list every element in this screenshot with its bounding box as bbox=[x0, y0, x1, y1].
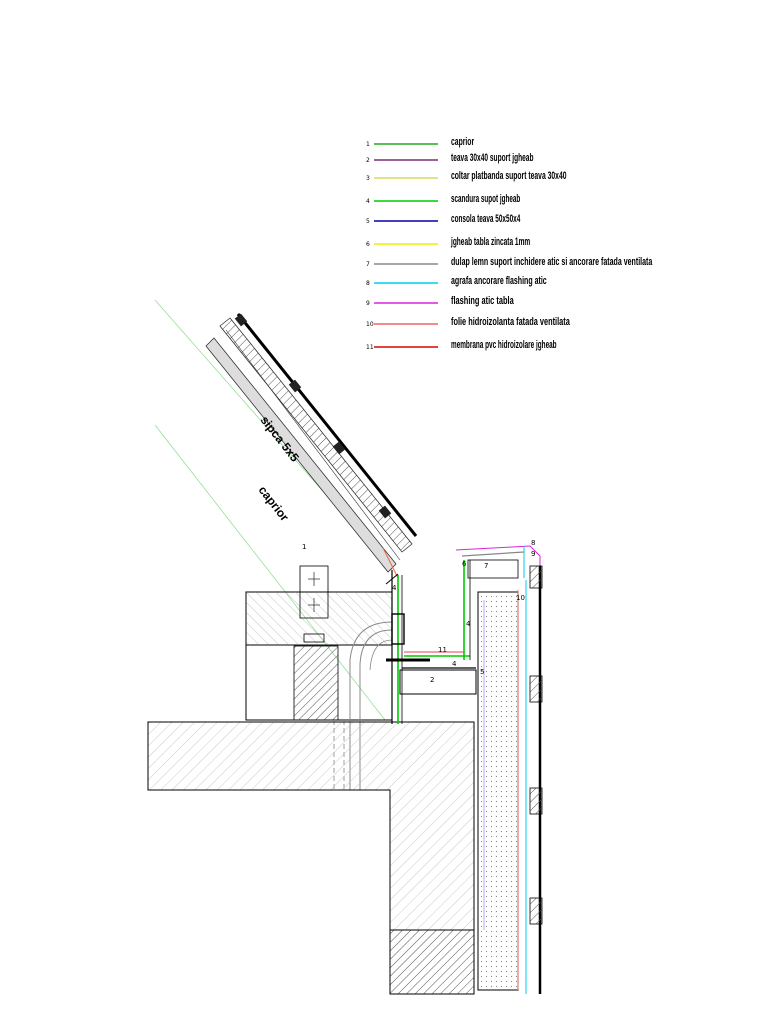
legend-item-number: 2 bbox=[366, 157, 370, 164]
legend-item: 10 folie hidroizolanta fatada ventilata bbox=[366, 316, 570, 328]
legend-item-number: 3 bbox=[366, 175, 370, 182]
callout-8: 8 bbox=[531, 539, 535, 547]
callout-10: 10 bbox=[516, 594, 525, 602]
legend-item: 7 dulap lemn suport inchidere atic si anc… bbox=[366, 256, 653, 268]
caprior-label: caprior bbox=[256, 483, 292, 524]
legend-item-label: agrafa ancorare flashing atic bbox=[451, 275, 547, 287]
callout-6: 6 bbox=[462, 560, 467, 568]
legend-item-label: flashing atic tabla bbox=[451, 295, 514, 307]
legend-item-number: 6 bbox=[366, 241, 370, 248]
callout-4-right: 4 bbox=[466, 620, 471, 628]
callout-11: 11 bbox=[438, 646, 447, 654]
legend-item-number: 5 bbox=[366, 218, 370, 225]
ventilated-facade bbox=[477, 565, 543, 994]
legend-item: 6 jgheab tabla zincata 1mm bbox=[366, 236, 530, 248]
gutter-assembly bbox=[385, 545, 541, 724]
callout-9: 9 bbox=[531, 550, 535, 558]
legend-item-label: jgheab tabla zincata 1mm bbox=[450, 236, 530, 248]
legend-item-label: coltar platbanda suport teava 30x40 bbox=[451, 170, 567, 182]
callout-1: 1 bbox=[302, 543, 306, 551]
legend-item: 5 consola teava 50x50x4 bbox=[366, 213, 521, 225]
legend-item: 4 scandura supot jgheab bbox=[366, 193, 520, 205]
legend-item: 11 membrana pvc hidroizolare jgheab bbox=[366, 339, 557, 351]
callout-2: 2 bbox=[430, 676, 434, 684]
legend-item: 8 agrafa ancorare flashing atic bbox=[366, 275, 547, 287]
legend-item-label: membrana pvc hidroizolare jgheab bbox=[451, 339, 557, 351]
callout-4-left: 4 bbox=[392, 584, 397, 592]
callout-5: 5 bbox=[480, 668, 484, 676]
wall-plate-block bbox=[245, 565, 393, 721]
legend-item-number: 9 bbox=[366, 300, 370, 307]
legend-item: 3 coltar platbanda suport teava 30x40 bbox=[366, 170, 567, 182]
legend: 1 caprior 2 teava 30x40 suport jgheab 3 colta… bbox=[366, 136, 653, 351]
callout-4-mid: 4 bbox=[452, 660, 457, 668]
legend-item-number: 10 bbox=[366, 321, 374, 328]
legend-item-number: 1 bbox=[366, 141, 370, 148]
legend-item: 1 caprior bbox=[366, 136, 475, 148]
callout-7: 7 bbox=[484, 562, 488, 570]
legend-item-label: dulap lemn suport inchidere atic si anco… bbox=[451, 256, 653, 268]
legend-item-label: consola teava 50x50x4 bbox=[451, 213, 521, 225]
legend-item-number: 4 bbox=[366, 198, 370, 205]
legend-item-label: scandura supot jgheab bbox=[451, 193, 520, 205]
legend-item-number: 11 bbox=[366, 344, 374, 351]
rafter-line-lower bbox=[154, 424, 386, 721]
legend-item-label: teava 30x40 suport jgheab bbox=[451, 152, 534, 164]
legend-item-label: folie hidroizolanta fatada ventilata bbox=[451, 316, 570, 328]
legend-item-number: 7 bbox=[366, 261, 370, 268]
roof-layers bbox=[205, 313, 418, 579]
concrete-structure bbox=[147, 721, 475, 995]
legend-item: 9 flashing atic tabla bbox=[366, 295, 514, 307]
legend-item-label: caprior bbox=[451, 136, 475, 148]
legend-item-number: 8 bbox=[366, 280, 370, 287]
legend-item: 2 teava 30x40 suport jgheab bbox=[366, 152, 534, 164]
